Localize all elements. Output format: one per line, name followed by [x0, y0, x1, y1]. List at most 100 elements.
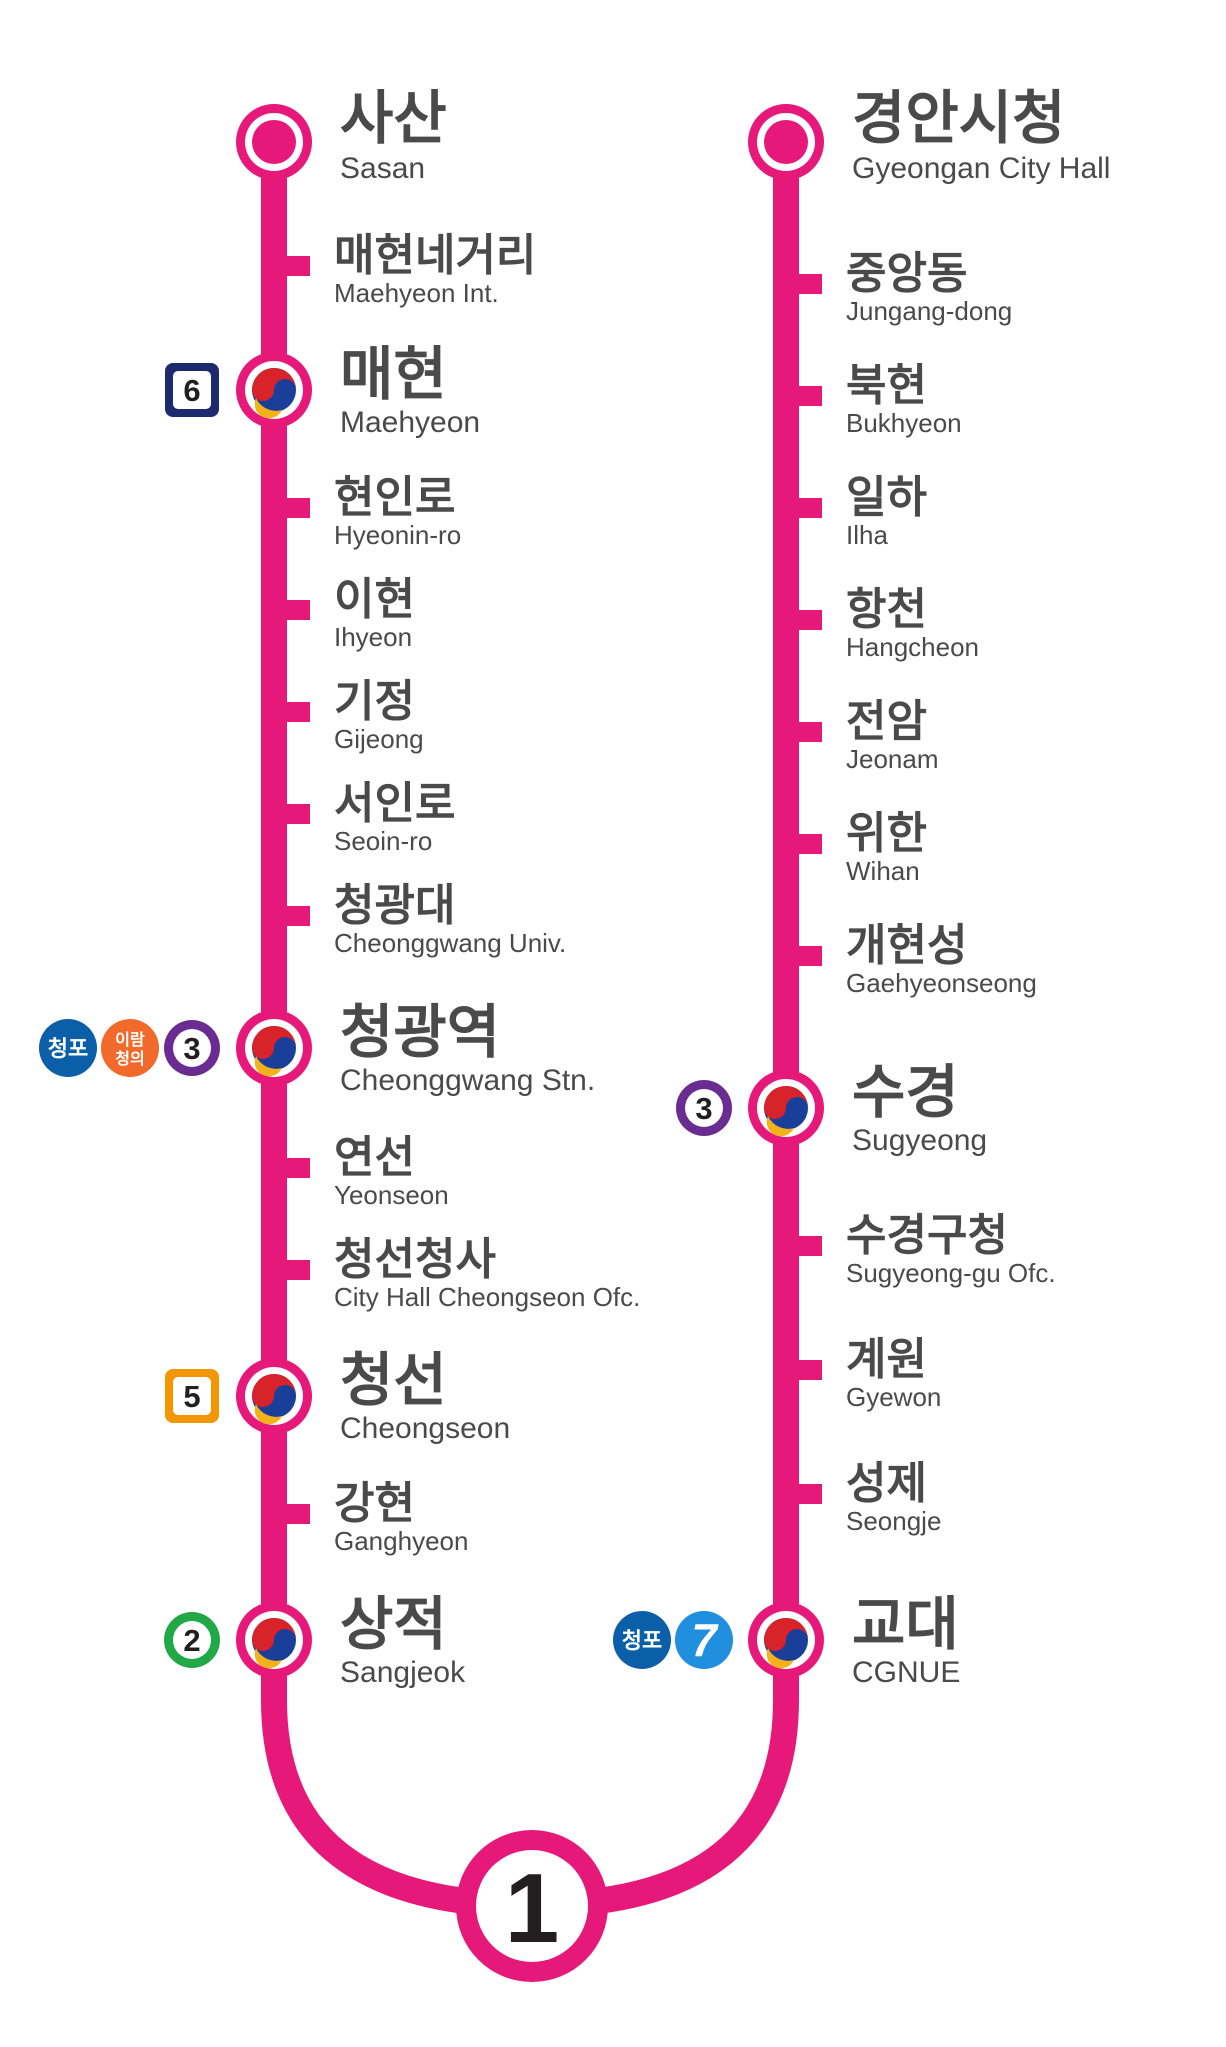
station-name-ko: 강현 [334, 1478, 415, 1529]
station-name-en: Hangcheon [846, 632, 979, 662]
station-name-ko: 청선 [340, 1346, 447, 1414]
station-name-ko: 매현 [340, 340, 447, 408]
station-name-en: Jungang-dong [846, 296, 1012, 326]
station-name-ko: 이현 [334, 574, 415, 625]
station-name-en: CGNUE [852, 1656, 960, 1689]
station-name-en: Seongje [846, 1506, 941, 1536]
station-tick [274, 498, 310, 518]
station-name-en: Gyewon [846, 1382, 941, 1412]
cheongpo-line-badge: 청포 [613, 1611, 671, 1669]
station-name-en: Gijeong [334, 724, 424, 754]
station-name-ko: 일하 [846, 472, 927, 523]
badge-label: 6 [183, 373, 200, 408]
badge-label: 3 [695, 1091, 712, 1126]
station-tick [786, 1484, 822, 1504]
line-number-badge: 1 [456, 1830, 608, 1982]
station-tick [786, 834, 822, 854]
station-name-ko: 위한 [846, 808, 927, 859]
station-name-ko: 전암 [846, 696, 927, 747]
station-tick [274, 600, 310, 620]
station-name-ko: 기정 [334, 676, 415, 727]
line-3-badge: 3 [164, 1020, 220, 1076]
station-tick [274, 256, 310, 276]
station-tick [786, 274, 822, 294]
station-name-en: Yeonseon [334, 1180, 449, 1210]
station-name-ko: 상적 [340, 1590, 447, 1658]
station-name-en: Ihyeon [334, 622, 412, 652]
station-name-ko: 성제 [846, 1458, 927, 1509]
station-name-ko: 개현성 [846, 920, 967, 971]
station-ticks [274, 256, 822, 1524]
station-name-ko: 수경 [852, 1058, 959, 1126]
taeguk-transfer-icon [748, 1070, 824, 1146]
taeguk-transfer-icon [236, 1010, 312, 1086]
line-number-label: 1 [505, 1853, 560, 1963]
station-name-en: Jeonam [846, 744, 939, 774]
station-tick [786, 722, 822, 742]
station-name-ko: 청선청사 [334, 1234, 496, 1285]
station-name-ko: 청광역 [340, 998, 500, 1066]
badge-label: 7 [691, 1614, 719, 1666]
station-name-en: City Hall Cheongseon Ofc. [334, 1282, 640, 1312]
badge-label: 3 [183, 1031, 200, 1066]
station-name-ko: 계원 [846, 1334, 927, 1385]
station-name-ko: 사산 [340, 84, 447, 152]
terminal-station-marker [748, 104, 824, 180]
station-name-ko: 북현 [846, 360, 927, 411]
station-name-en: Hyeonin-ro [334, 520, 461, 550]
line-3-badge: 3 [676, 1080, 732, 1136]
station-name-ko: 중앙동 [846, 248, 967, 299]
station-name-en: Wihan [846, 856, 920, 886]
station-tick [786, 498, 822, 518]
station-name-ko: 연선 [334, 1132, 415, 1183]
station-tick [274, 906, 310, 926]
station-name-en: Cheonggwang Stn. [340, 1064, 595, 1097]
station-name-ko: 경안시청 [852, 84, 1065, 152]
line-6-badge: 6 [165, 363, 219, 417]
station-name-en: Maehyeon Int. [334, 278, 499, 308]
line-2-badge: 2 [164, 1612, 220, 1668]
station-tick [274, 1260, 310, 1280]
badge-label: 이람 [115, 1030, 145, 1049]
line-5-badge: 5 [165, 1369, 219, 1423]
line-7-badge: 7 [675, 1611, 733, 1669]
station-name-en: Cheongseon [340, 1412, 510, 1445]
station-name-en: Sangjeok [340, 1656, 466, 1689]
line-number-inner [476, 1850, 588, 1962]
badge-label: 5 [183, 1379, 200, 1414]
badge-label: 청포 [622, 1629, 662, 1654]
badge-label: 2 [183, 1623, 200, 1658]
station-name-ko: 현인로 [334, 472, 455, 523]
taeguk-transfer-icon [236, 1602, 312, 1678]
station-tick [786, 1360, 822, 1380]
